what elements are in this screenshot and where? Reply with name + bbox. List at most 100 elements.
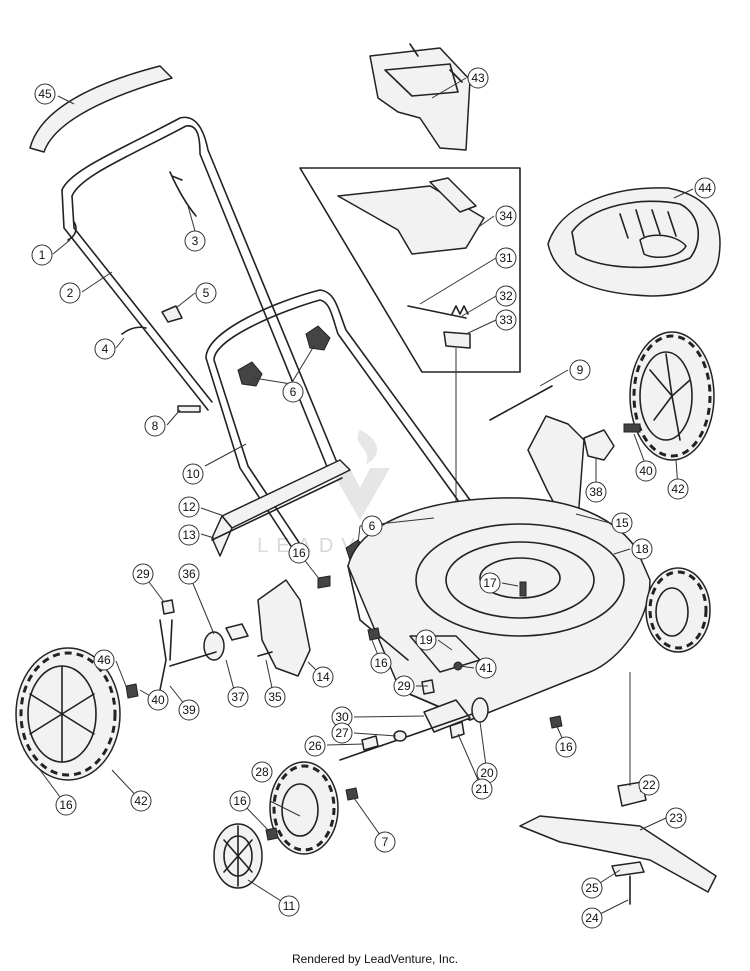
hub-cap <box>213 823 263 889</box>
cable-guide <box>161 305 183 323</box>
deck-nut-a <box>367 627 381 641</box>
callout-11: 11 <box>278 895 300 917</box>
callout-16c: 16 <box>55 794 77 816</box>
footer-credit: Rendered by LeadVenture, Inc. <box>291 952 459 966</box>
callout-9: 9 <box>569 359 591 381</box>
callout-label: 8 <box>152 419 159 433</box>
callout-label: 24 <box>585 911 599 925</box>
callout-16e: 16 <box>229 790 251 812</box>
front-wheel-right <box>645 567 711 653</box>
axle-nut <box>345 787 359 801</box>
callout-label: 40 <box>151 693 165 707</box>
callout-16a: 16 <box>288 542 310 564</box>
blade-washer <box>611 861 645 877</box>
callout-7: 7 <box>374 831 396 853</box>
callout-label: 36 <box>182 567 196 581</box>
callout-14: 14 <box>312 666 334 688</box>
callout-label: 28 <box>255 765 269 779</box>
callout-label: 29 <box>397 679 411 693</box>
callout-41: 41 <box>475 657 497 679</box>
callout-38: 38 <box>585 481 607 503</box>
inset-box <box>299 167 521 373</box>
callout-4: 4 <box>94 338 116 360</box>
callout-16b: 16 <box>370 652 392 674</box>
callout-label: 37 <box>231 690 245 704</box>
callout-label: 13 <box>182 528 196 542</box>
callout-label: 2 <box>67 286 74 300</box>
callout-label: 10 <box>186 467 200 481</box>
callout-label: 7 <box>382 835 389 849</box>
callout-label: 42 <box>134 794 148 808</box>
callout-label: 16 <box>233 794 247 808</box>
callout-39: 39 <box>178 699 200 721</box>
front-axle <box>339 711 479 761</box>
callout-label: 16 <box>59 798 73 812</box>
callout-26: 26 <box>304 735 326 757</box>
handle-grip <box>29 65 173 153</box>
callout-30: 30 <box>331 706 353 728</box>
callout-label: 43 <box>471 71 485 85</box>
wheel-bolt-left <box>125 683 139 699</box>
callout-20: 20 <box>476 762 498 784</box>
callout-label: 23 <box>669 811 683 825</box>
callout-42b: 42 <box>130 790 152 812</box>
callout-36: 36 <box>178 563 200 585</box>
callout-43: 43 <box>467 67 489 89</box>
handle-bolt <box>177 405 201 413</box>
handle-knob-a <box>237 361 263 387</box>
callout-label: 20 <box>480 766 494 780</box>
callout-label: 11 <box>283 899 296 913</box>
callout-label: 46 <box>97 653 111 667</box>
callout-28: 28 <box>251 761 273 783</box>
callout-12: 12 <box>178 496 200 518</box>
callout-33: 33 <box>495 309 517 331</box>
callout-40b: 40 <box>147 689 169 711</box>
handle-knob-b <box>305 325 331 351</box>
callout-5: 5 <box>195 282 217 304</box>
callout-label: 9 <box>577 363 584 377</box>
callout-24: 24 <box>581 907 603 929</box>
axle-spacer <box>449 721 465 739</box>
callout-label: 16 <box>559 740 573 754</box>
callout-17: 17 <box>479 572 501 594</box>
mower-blade <box>519 815 717 893</box>
callout-label: 12 <box>182 500 196 514</box>
front-wheel-left <box>269 761 339 855</box>
rear-wheel-left <box>15 647 121 781</box>
callout-40a: 40 <box>635 460 657 482</box>
engine <box>547 187 721 297</box>
grass-bag-frame <box>369 43 471 151</box>
callout-label: 18 <box>635 542 649 556</box>
pivot-left <box>169 651 217 667</box>
upper-handle <box>61 116 341 475</box>
lower-handle <box>205 289 471 561</box>
callout-label: 1 <box>39 248 46 262</box>
pivot-bolt-right <box>623 423 641 433</box>
wear-block <box>161 599 175 615</box>
bag-deflector <box>337 177 485 255</box>
callout-label: 6 <box>290 385 297 399</box>
callout-23: 23 <box>665 807 687 829</box>
rear-axle <box>489 385 553 421</box>
callout-label: 31 <box>499 251 513 265</box>
callout-1: 1 <box>31 244 53 266</box>
callout-label: 33 <box>499 313 513 327</box>
callout-29b: 29 <box>393 675 415 697</box>
adjuster-bracket-right <box>583 429 615 461</box>
callout-label: 44 <box>698 181 712 195</box>
callout-31: 31 <box>495 247 517 269</box>
callout-label: 41 <box>479 661 493 675</box>
front-axle-bracket <box>423 699 471 733</box>
callout-label: 16 <box>374 656 388 670</box>
callout-34: 34 <box>495 205 517 227</box>
wear-block-b <box>421 679 435 695</box>
control-cable <box>169 171 197 217</box>
callout-label: 42 <box>671 482 685 496</box>
callout-10: 10 <box>182 463 204 485</box>
callout-29a: 29 <box>132 563 154 585</box>
callout-label: 21 <box>475 782 489 796</box>
callout-37: 37 <box>227 686 249 708</box>
callout-18: 18 <box>631 538 653 560</box>
callout-35: 35 <box>264 686 286 708</box>
height-adjuster-left <box>257 579 311 677</box>
